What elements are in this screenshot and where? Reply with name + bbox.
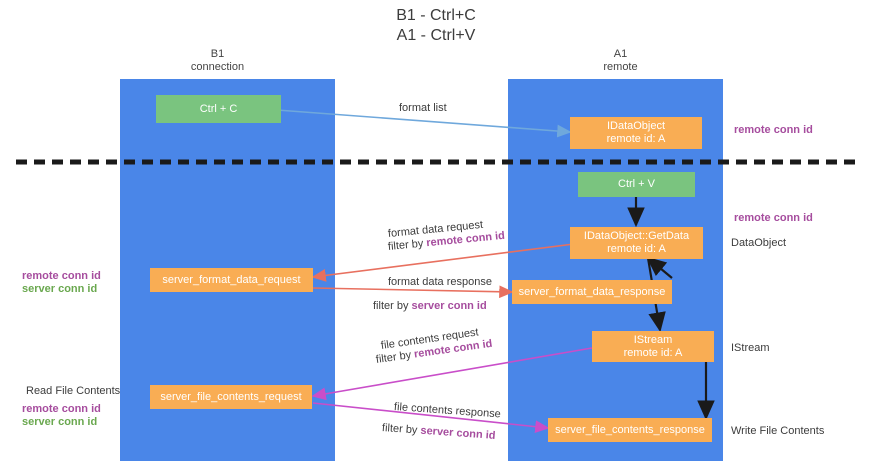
box-server-file-contents-request[interactable]: server_file_contents_request bbox=[150, 385, 312, 409]
annotation-write-file-contents: Write File Contents bbox=[731, 425, 825, 437]
filter-prefix-4: filter by bbox=[381, 422, 421, 437]
edge-label-format-list: format list bbox=[399, 102, 447, 114]
box-server-format-data-response[interactable]: server_format_data_response bbox=[512, 280, 672, 304]
filter-prefix-1: filter by bbox=[387, 237, 427, 253]
box-istream-line1: IStream bbox=[633, 333, 673, 346]
box-ctrl-c-line1: Ctrl + C bbox=[199, 102, 238, 115]
box-server-format-data-request[interactable]: server_format_data_request bbox=[150, 268, 313, 292]
annotation-istream: IStream bbox=[731, 342, 770, 354]
filter-key-server-conn-id-2: server conn id bbox=[420, 424, 496, 442]
lane-header-b1-top: B1 bbox=[210, 48, 225, 60]
box-server-format-data-response-label: server_format_data_response bbox=[518, 285, 666, 298]
filter-prefix-2: filter by bbox=[373, 300, 412, 312]
box-ctrl-v[interactable]: Ctrl + V bbox=[578, 172, 695, 197]
annotation-left-server-conn-id: server conn id bbox=[22, 283, 98, 295]
filter-prefix-3: filter by bbox=[375, 348, 415, 366]
edge-label-format-data-response: format data response bbox=[388, 276, 492, 288]
annotation-remote-conn-id-mid: remote conn id bbox=[734, 212, 813, 224]
annotation-read-file-contents: Read File Contents bbox=[26, 385, 121, 397]
annotation-left-remote-conn-id-2: remote conn id bbox=[22, 403, 101, 415]
box-server-file-contents-response-label: server_file_contents_response bbox=[555, 423, 705, 436]
lane-header-a1: A1 remote bbox=[553, 48, 688, 74]
annotation-left-remote-conn-id: remote conn id bbox=[22, 270, 101, 282]
lane-header-a1-top: A1 bbox=[613, 48, 628, 60]
annotation-dataobject: DataObject bbox=[731, 237, 787, 249]
box-ctrl-c[interactable]: Ctrl + C bbox=[156, 95, 281, 123]
annotation-remote-conn-id-top: remote conn id bbox=[734, 124, 813, 136]
box-istream-line2: remote id: A bbox=[623, 346, 683, 359]
lane-header-a1-bottom: remote bbox=[603, 61, 638, 73]
lane-header-b1-bottom: connection bbox=[190, 61, 245, 73]
edge-label-format-data-response-filter: filter by server conn id bbox=[373, 299, 487, 313]
lane-header-b1: B1 connection bbox=[150, 48, 285, 74]
filter-key-server-conn-id-1: server conn id bbox=[411, 300, 487, 312]
title-line-2: A1 - Ctrl+V bbox=[396, 27, 476, 44]
annotation-left-server-conn-id-2: server conn id bbox=[22, 416, 98, 428]
box-idataobject[interactable]: IDataObject remote id: A bbox=[570, 117, 702, 149]
box-server-file-contents-request-label: server_file_contents_request bbox=[160, 390, 302, 403]
diagram-title: B1 - Ctrl+C A1 - Ctrl+V bbox=[336, 6, 536, 46]
box-ctrl-v-line1: Ctrl + V bbox=[618, 178, 655, 190]
box-istream[interactable]: IStream remote id: A bbox=[592, 331, 714, 362]
box-getdata[interactable]: IDataObject::GetData remote id: A bbox=[570, 227, 703, 259]
box-getdata-line2: remote id: A bbox=[607, 243, 666, 255]
box-server-file-contents-response[interactable]: server_file_contents_response bbox=[548, 418, 712, 442]
box-idataobject-line1: IDataObject bbox=[606, 120, 666, 132]
title-line-1: B1 - Ctrl+C bbox=[396, 7, 476, 24]
box-server-format-data-request-label: server_format_data_request bbox=[162, 273, 301, 286]
edge-label-file-contents-response-filter: filter by server conn id bbox=[382, 421, 496, 443]
box-getdata-line1: IDataObject::GetData bbox=[583, 230, 690, 242]
edge-label-file-contents-response: file contents response bbox=[393, 401, 502, 421]
box-idataobject-line2: remote id: A bbox=[606, 133, 666, 145]
